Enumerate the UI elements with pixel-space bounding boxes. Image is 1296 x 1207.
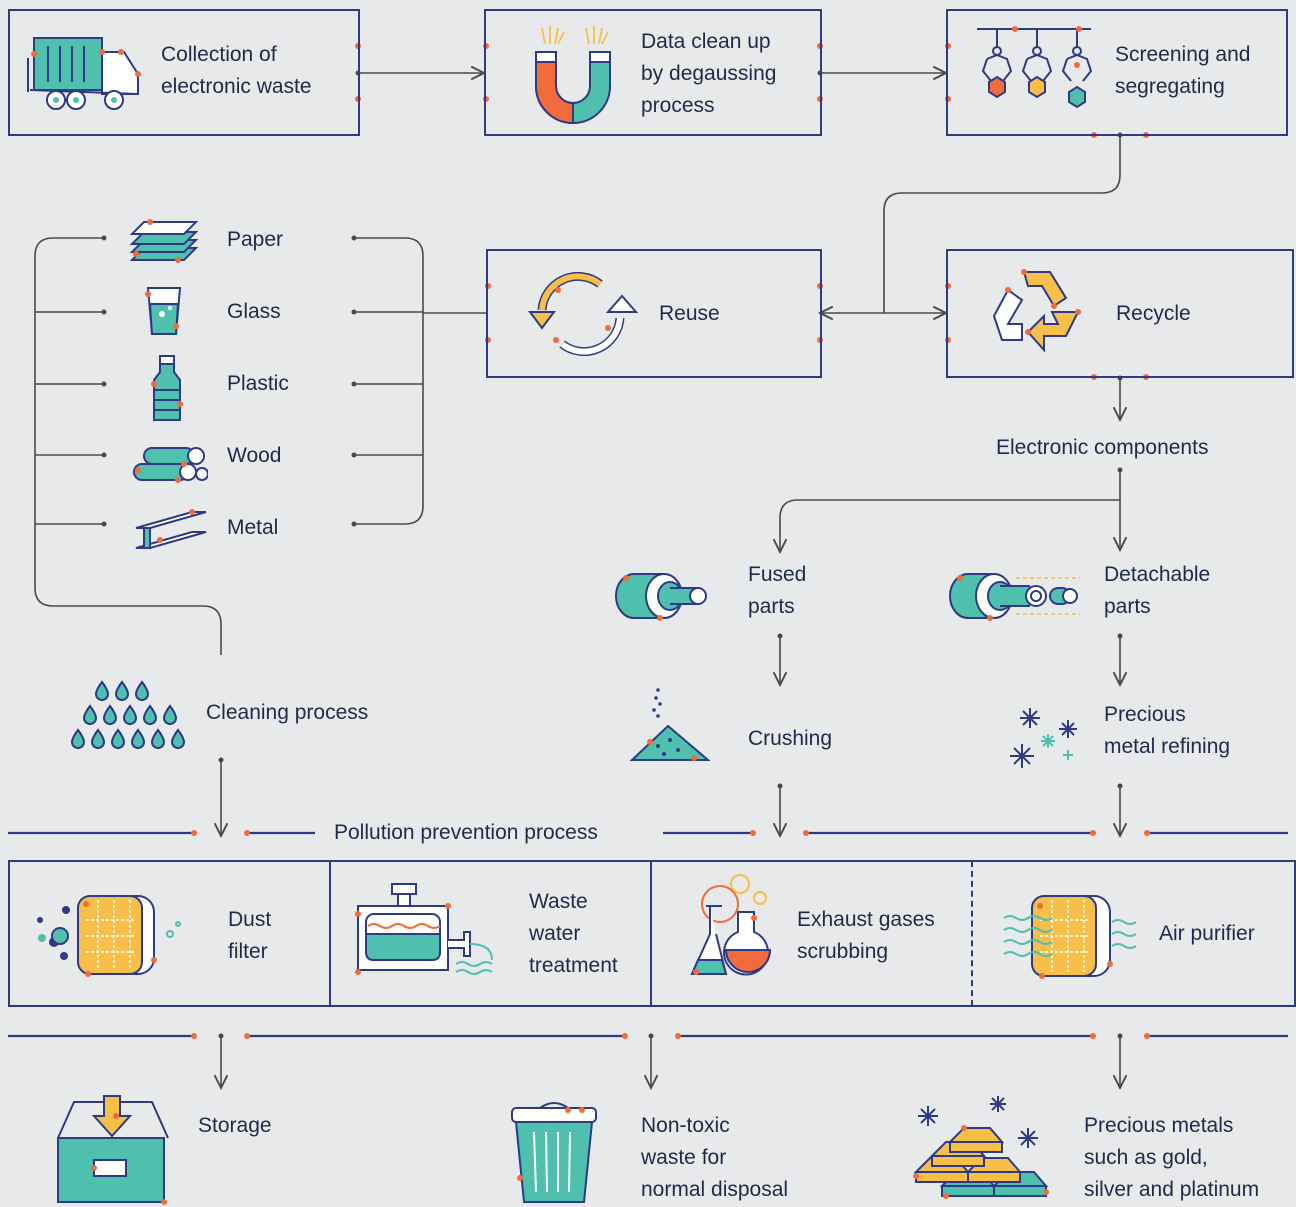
paper-label: Paper [227,228,284,251]
plastic-label: Plastic [227,372,289,395]
truck-icon [27,37,141,110]
screening-label: Screening and segregating [1115,43,1251,98]
plastic-bottle-icon [151,355,183,421]
exhaust-label: Exhaust gases scrubbing [797,908,935,963]
glass-label: Glass [227,300,281,323]
refining-label: Precious metal refining [1104,703,1231,758]
filter-divider [329,861,331,1006]
water-drop [142,704,158,725]
recycle-box [946,249,1294,378]
metal-beam-icon [135,509,207,549]
fused-parts-icon [615,573,707,621]
crushed-pile-icon [629,688,711,761]
water-drops-icon [70,680,186,749]
metal-label: Metal [227,516,279,539]
dust-filter-label: Dust filter [228,908,272,963]
magnet-icon [535,26,611,124]
filter-panel [8,860,1296,1007]
pollution-label: Pollution prevention process [334,821,598,844]
water-drop [170,728,186,749]
water-drop [130,728,146,749]
water-drop [134,680,150,701]
degauss-label: Data clean up by degaussing process [641,30,777,117]
collection-box [8,9,360,136]
screening-box [946,9,1288,136]
storage-label: Storage [198,1114,272,1137]
water-drop [70,728,86,749]
wood-label: Wood [227,444,282,467]
paper-icon [130,219,198,263]
collection-label: Collection of electronic waste [161,43,312,98]
water-drop [102,704,118,725]
sparkle-refining-icon [1010,708,1077,768]
water-treatment-icon [355,883,493,975]
degauss-box [484,9,822,136]
components-label: Electronic components [996,436,1209,459]
air-purifier-icon [1003,895,1137,979]
crushing-label: Crushing [748,727,833,750]
glass-icon [145,287,182,335]
nontoxic-label: Non-toxic waste for normal disposal [641,1114,789,1201]
filter-divider-dashed [971,861,973,1006]
reuse-box [486,249,822,378]
detachable-parts-icon [949,573,1080,621]
sorting-claws-icon [977,26,1093,109]
trash-can-icon [511,1102,597,1203]
reuse-arrows-icon [528,272,639,356]
filter-divider [650,861,652,1006]
precious-label: Precious metals such as gold, silver and… [1084,1114,1260,1201]
cleaning-label: Cleaning process [206,701,369,724]
storage-box-icon [57,1095,169,1205]
air-purifier-label: Air purifier [1159,922,1255,945]
water-drop [150,728,166,749]
gold-bars-icon [913,1096,1049,1199]
water-treatment-label: Waste water treatment [529,890,618,977]
water-drop [90,728,106,749]
reuse-label: Reuse [659,302,720,325]
water-drop [114,680,130,701]
recycle-icon [992,269,1081,353]
recycle-label: Recycle [1116,302,1191,325]
fused-label: Fused parts [748,563,807,618]
lab-flasks-icon [690,874,772,976]
wood-logs-icon [133,447,208,483]
water-drop [94,680,110,701]
detachable-label: Detachable parts [1104,563,1211,618]
water-drop [82,704,98,725]
water-drop [122,704,138,725]
dust-filter-icon [37,895,181,977]
water-drop [162,704,178,725]
water-drop [110,728,126,749]
